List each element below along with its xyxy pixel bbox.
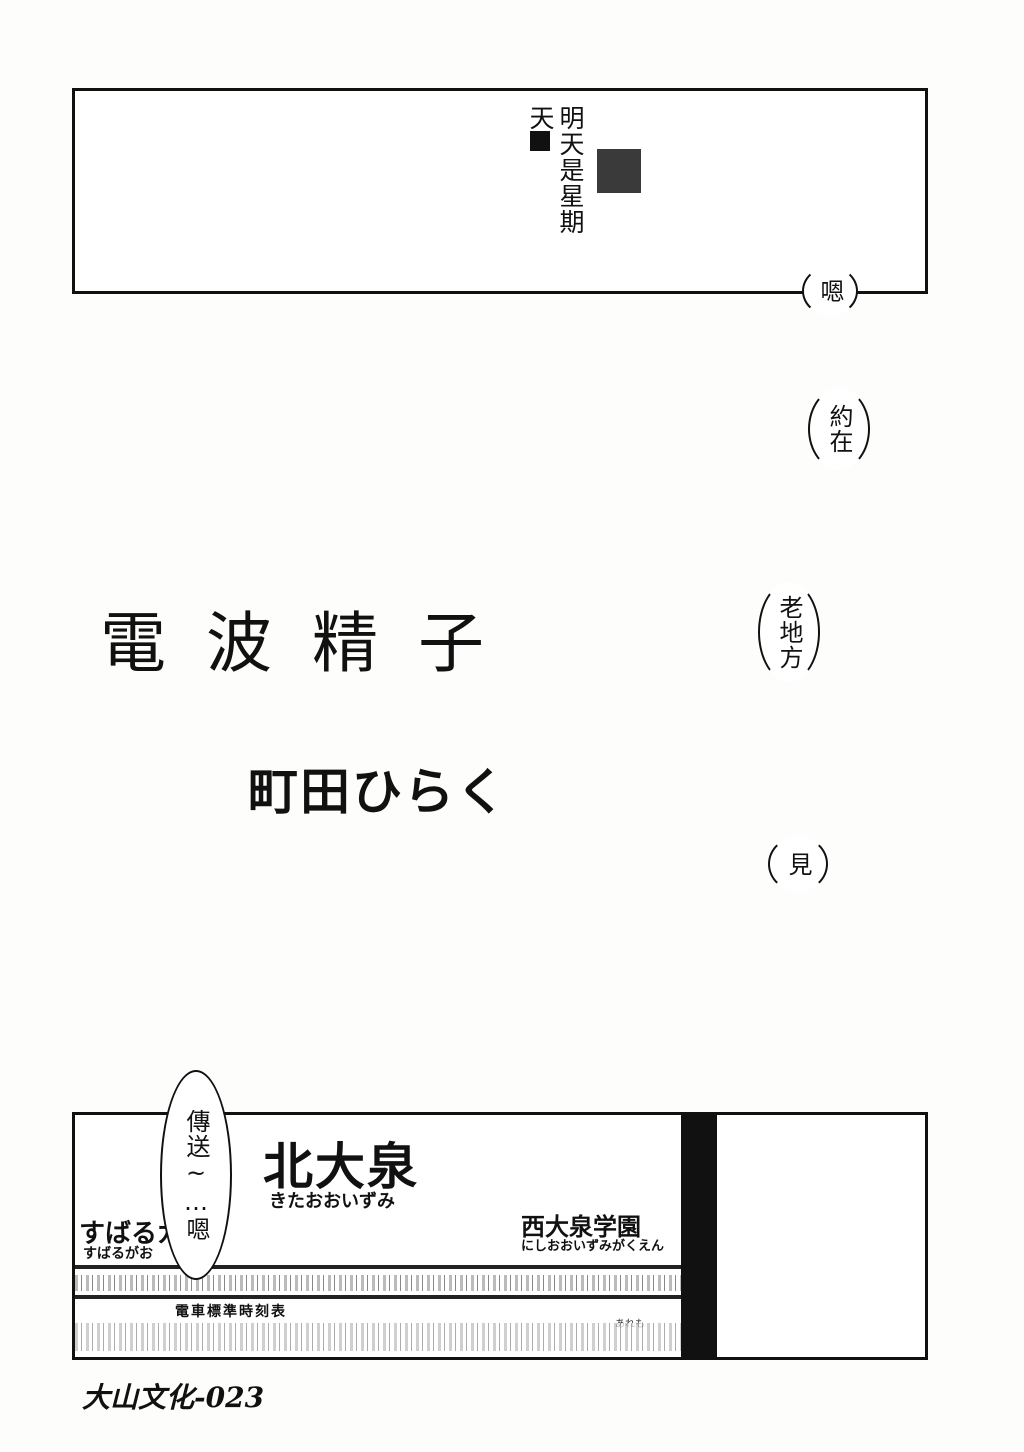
station-sign-right-kana: にしおおいずみがくえん bbox=[521, 1239, 665, 1254]
speech-bubble-1: 嗯 bbox=[802, 266, 858, 316]
bubble-1-text: 嗯 bbox=[816, 278, 844, 304]
bubble-3-text: 老地方 bbox=[775, 594, 803, 670]
redaction-square-small bbox=[530, 131, 550, 151]
top-panel: 明天是星期 天 bbox=[72, 88, 928, 294]
sign-post bbox=[681, 1115, 717, 1357]
speech-bubble-4: 見 bbox=[768, 836, 828, 892]
page-title: 電波精子 bbox=[100, 605, 524, 682]
sign-texture-1 bbox=[75, 1275, 681, 1291]
bubble-5-text: 傳送~…嗯 bbox=[182, 1108, 210, 1242]
author-name: 町田ひらく bbox=[248, 763, 508, 821]
timetable-title: 電車標準時刻表 bbox=[175, 1304, 287, 1320]
sign-texture-2 bbox=[75, 1323, 681, 1351]
sign-rail-1 bbox=[75, 1265, 681, 1269]
bottom-panel: 北大泉 きたおおいずみ すばるガ すばるがお 西大泉学園 にしおおいずみがくえん… bbox=[72, 1112, 928, 1360]
bubble-2-text: 約在 bbox=[825, 404, 853, 454]
page-footer: 大山文化-023 bbox=[82, 1381, 265, 1414]
station-sign-kana: きたおおいずみ bbox=[269, 1191, 395, 1212]
caption-line2: 天 bbox=[525, 105, 555, 151]
station-sign-name: 北大泉 bbox=[263, 1138, 419, 1196]
sign-rail-2 bbox=[75, 1295, 681, 1299]
speech-bubble-2: 約在 bbox=[808, 388, 870, 470]
speech-bubble-3: 老地方 bbox=[758, 582, 820, 682]
caption-line1-text: 明天是星期 bbox=[556, 105, 585, 235]
station-sign-right: 西大泉学園 bbox=[521, 1213, 641, 1241]
caption-line2-text: 天 bbox=[526, 105, 555, 131]
bubble-4-text: 見 bbox=[784, 851, 812, 877]
redaction-square-large bbox=[597, 149, 641, 193]
speech-bubble-5: 傳送~…嗯 bbox=[160, 1070, 232, 1280]
caption-line1: 明天是星期 bbox=[555, 105, 585, 235]
station-sign-left-kana: すばるがお bbox=[83, 1246, 153, 1262]
